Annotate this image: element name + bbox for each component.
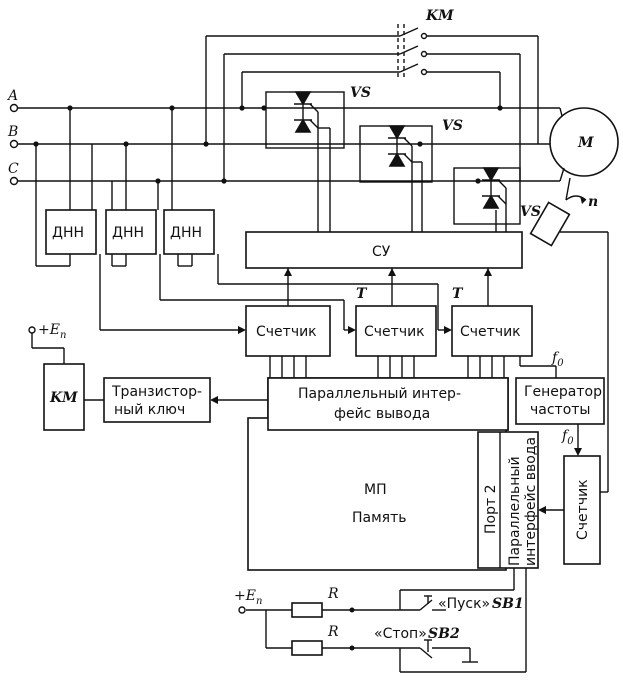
generator-line1: Генератор [524,384,602,400]
dnn-box-1 [45,209,97,255]
supply-top-label: +Eп [38,322,66,341]
dnn-label-3: ДНН [170,225,202,241]
gate-wires [317,112,507,232]
supply-bottom-label: +Eп [234,588,262,607]
supply-top [28,326,65,364]
button-circuit [246,568,527,673]
counter-label-vertical: Счетчик [575,479,591,540]
km-relay-box [43,363,85,431]
thyristor-pair-a [265,91,345,149]
input-interface-line1: Параллельный [507,456,523,566]
output-interface-line1-top: Параллельный интер- [298,386,461,402]
phase-label-c: C [8,161,19,177]
counter-to-su-wires [284,268,492,306]
memory-label: Память [352,510,407,526]
phase-label-a: A [6,88,18,104]
start-button-tag: SB1 [492,596,524,612]
generator-line2: частоты [530,402,590,418]
transistor-key-line1: Транзистор- [111,384,202,400]
counter-label-1: Счетчик [256,324,317,340]
counter-box-1 [245,305,331,357]
resistor-label-1: R [327,586,339,602]
output-interface-line2-top: фейс вывода [334,406,430,422]
input-interface-box [477,431,539,569]
contactor-km-wiring [205,24,539,181]
thyristor-pair-c [453,167,521,225]
supply-bottom [238,606,246,614]
dnn-to-counter-wires [99,254,452,334]
dnn-wiring [35,108,193,267]
phase-lines [9,103,560,186]
thyristor-label-a: VS [350,85,371,101]
f0-label-bottom: f0 [561,428,574,447]
t-label-2: T [452,286,464,302]
dnn-label-1: ДНН [52,225,84,241]
dnn-box-2 [105,209,157,255]
generator-box [515,377,605,425]
counter-box-2 [355,305,437,357]
input-interface-line2: интерфейс ввода [523,437,539,566]
motor-label: M [577,135,594,151]
thyristor-label-b: VS [442,118,463,134]
motor-speed-label: n [588,194,598,210]
thyristor-pair-b [359,125,433,183]
control-unit-label: СУ [372,244,391,260]
stop-button-label: «Стоп» [374,626,427,642]
start-button-label: «Пуск» [438,596,490,612]
km-relay-label: KM [49,390,78,406]
dnn-label-2: ДНН [112,225,144,241]
counter-box-3 [451,305,533,357]
dnn-box-3 [163,209,215,255]
counter-box-vertical [563,455,601,565]
contactor-label: KM [425,8,454,24]
counter-label-3: Счетчик [460,324,521,340]
t-label-1: T [356,286,368,302]
control-unit-box [245,231,523,269]
resistor-label-2: R [327,624,339,640]
transistor-key-line2: ный ключ [114,402,185,418]
counter-label-2: Счетчик [364,324,425,340]
phase-label-b: B [7,124,18,140]
f0-label-top: f0 [551,350,564,369]
mp-label: МП [364,482,387,498]
motor [549,107,619,204]
mp-box [247,417,507,571]
stop-button-tag: SB2 [428,626,460,642]
interface-to-counter-wires [269,356,557,378]
output-interface-overlay [267,377,509,431]
speed-sensor [529,177,609,493]
thyristor-label-c: VS [520,204,541,220]
port2-label: Порт 2 [483,485,499,535]
transistor-key-box [103,377,211,423]
